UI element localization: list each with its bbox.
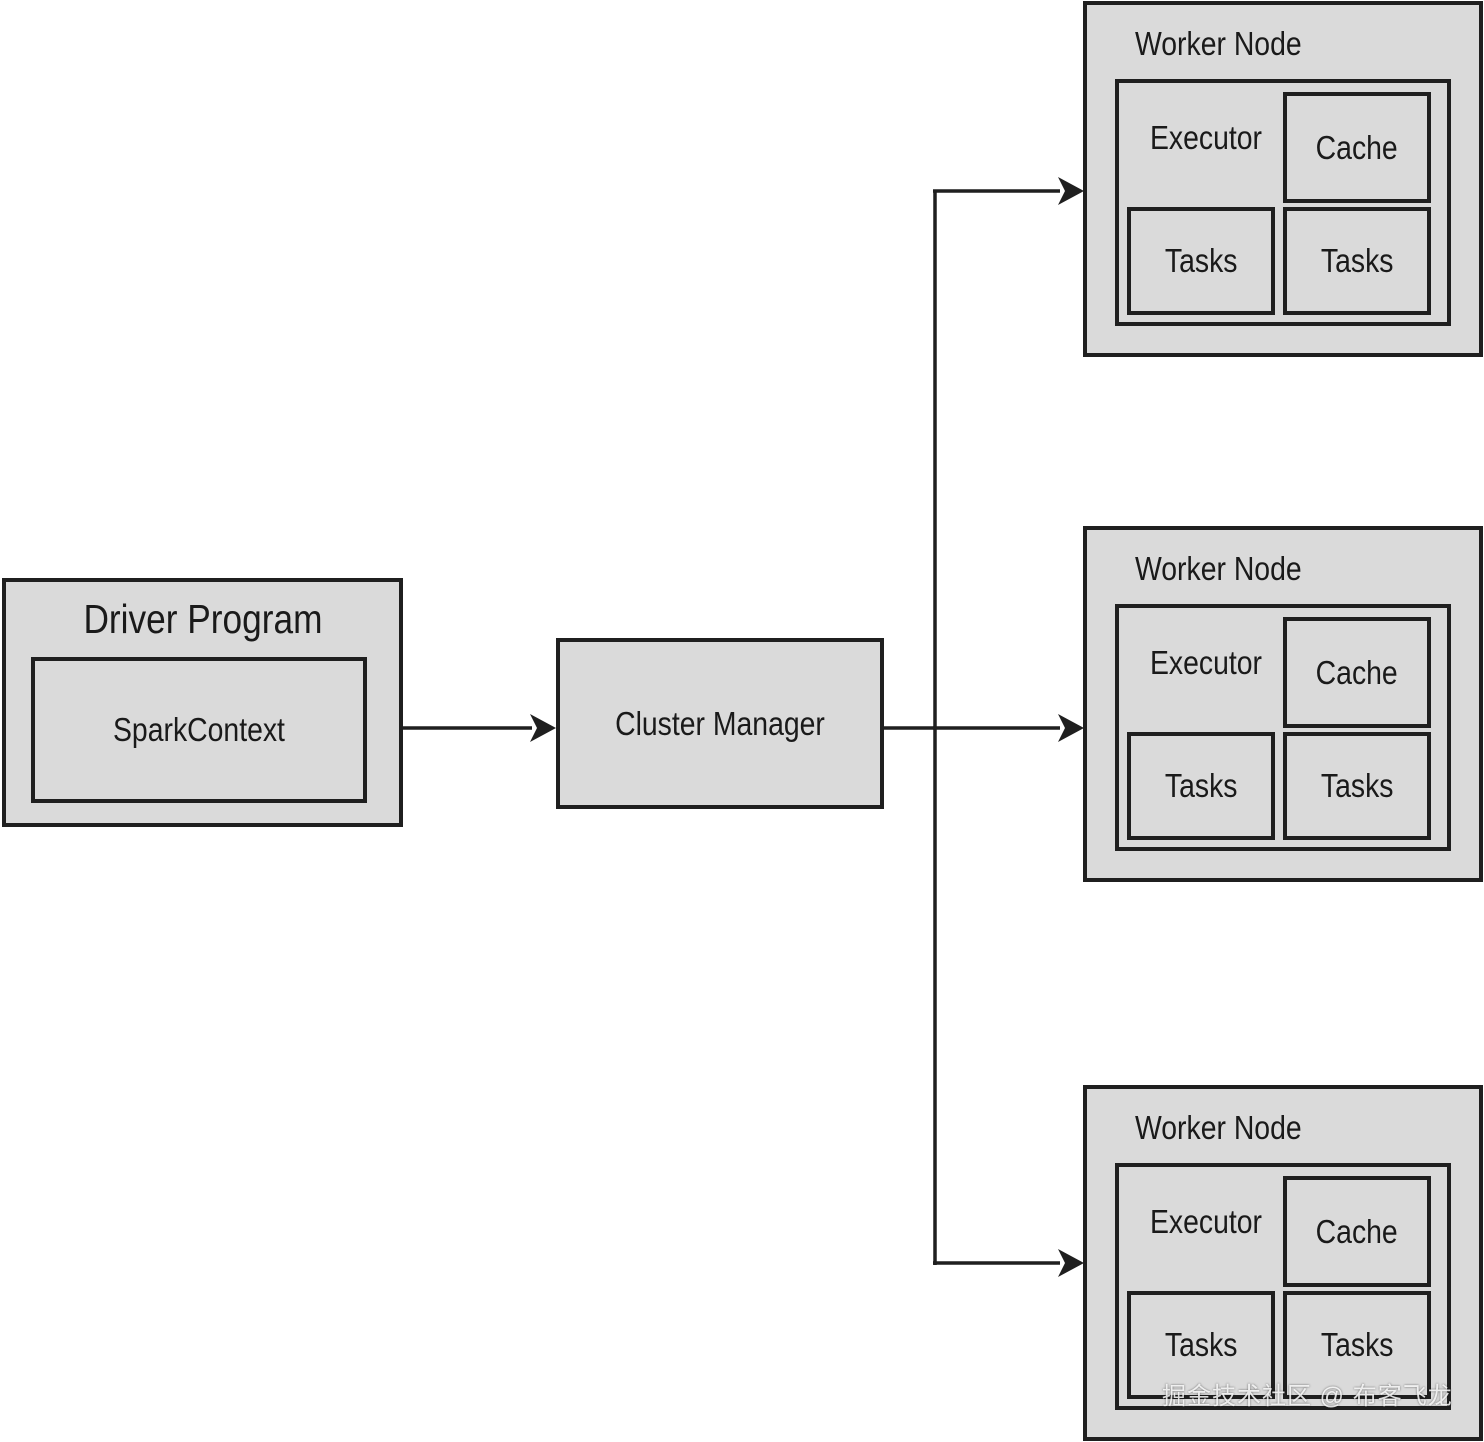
- worker-node-1: Worker Node Executor Cache Tasks Tasks: [1083, 1, 1483, 357]
- worker-node-3: Worker Node Executor Cache Tasks Tasks: [1083, 1085, 1483, 1441]
- tasks-label: Tasks: [1164, 767, 1238, 804]
- tasks-label: Tasks: [1320, 1326, 1394, 1363]
- tasks-box: Tasks: [1283, 207, 1431, 315]
- cluster-manager-box: Cluster Manager: [556, 638, 884, 809]
- tasks-label: Tasks: [1320, 767, 1394, 804]
- tasks-label: Tasks: [1164, 1326, 1238, 1363]
- executor-box: Executor Cache Tasks Tasks: [1115, 79, 1451, 326]
- tasks-box: Tasks: [1127, 207, 1275, 315]
- tasks-label: Tasks: [1164, 242, 1238, 279]
- worker-node-title: Worker Node: [1135, 25, 1302, 62]
- tasks-box: Tasks: [1127, 1291, 1275, 1399]
- cache-label: Cache: [1315, 128, 1399, 166]
- tasks-box: Tasks: [1127, 732, 1275, 840]
- cache-label: Cache: [1315, 653, 1399, 691]
- arrow-to-worker-node-1: [933, 177, 1084, 205]
- watermark-text: 掘金技术社区 @ 布客飞龙: [1162, 1383, 1453, 1410]
- cache-box: Cache: [1283, 617, 1431, 728]
- spark-context-label: SparkContext: [113, 711, 285, 748]
- worker-node-title: Worker Node: [1135, 1109, 1302, 1146]
- arrow-to-worker-node-2: [933, 714, 1084, 742]
- executor-label: Executor: [1150, 1203, 1263, 1240]
- cache-box: Cache: [1283, 92, 1431, 203]
- executor-label: Executor: [1150, 119, 1263, 156]
- driver-program-box: Driver Program SparkContext: [2, 578, 403, 827]
- spark-context-box: SparkContext: [31, 657, 367, 803]
- cluster-manager-label: Cluster Manager: [615, 704, 825, 742]
- arrow-driver-to-cluster-manager: [402, 714, 556, 742]
- trunk-line: [882, 191, 937, 1265]
- worker-node-title: Worker Node: [1135, 550, 1302, 587]
- executor-box: Executor Cache Tasks Tasks: [1115, 604, 1451, 851]
- worker-node-2: Worker Node Executor Cache Tasks Tasks: [1083, 526, 1483, 882]
- tasks-box: Tasks: [1283, 1291, 1431, 1399]
- tasks-box: Tasks: [1283, 732, 1431, 840]
- arrow-to-worker-node-3: [933, 1249, 1084, 1277]
- cache-label: Cache: [1315, 1212, 1399, 1250]
- executor-box: Executor Cache Tasks Tasks: [1115, 1163, 1451, 1410]
- tasks-label: Tasks: [1320, 242, 1394, 279]
- executor-label: Executor: [1150, 644, 1263, 681]
- cache-box: Cache: [1283, 1176, 1431, 1287]
- driver-program-title: Driver Program: [82, 596, 323, 642]
